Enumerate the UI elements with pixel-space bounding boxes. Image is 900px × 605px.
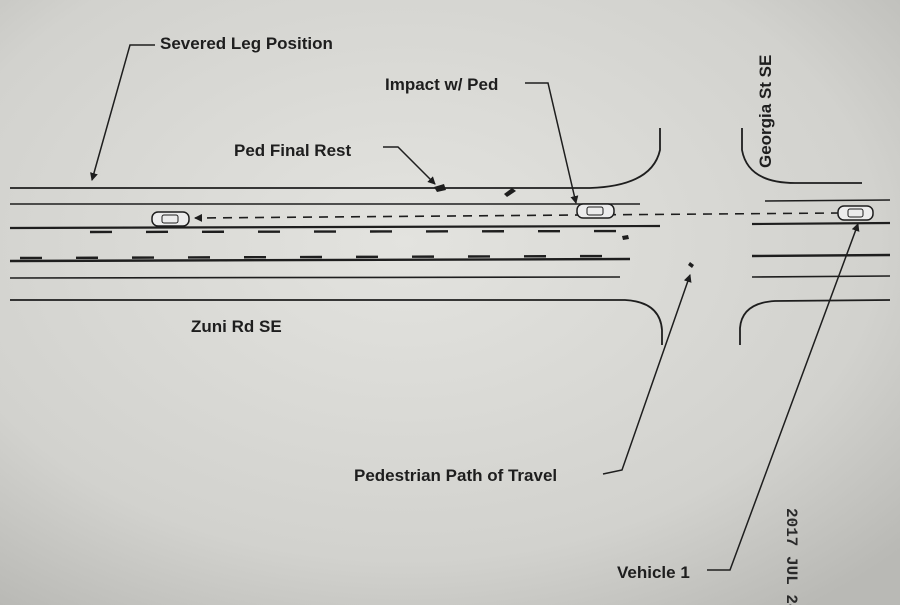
ped-final-rest-leader xyxy=(383,146,436,185)
corner-se-curb xyxy=(739,299,891,345)
vehicle-icon-final xyxy=(151,211,190,227)
eb-lane-line-west xyxy=(9,276,621,279)
vehicle-icon-start xyxy=(837,205,874,221)
vehicle-travel-dashed-arrow xyxy=(194,212,841,222)
severed-leg-leader xyxy=(90,44,155,181)
median-line-south-west xyxy=(9,257,631,263)
median-line-north-east xyxy=(751,221,891,226)
severed-leg-label: Severed Leg Position xyxy=(160,34,333,53)
median-line-north-west xyxy=(9,224,661,230)
date-stamp: 2017 JUL 24 xyxy=(782,508,800,605)
vehicle-path xyxy=(194,212,841,222)
corner-sw-curb xyxy=(10,299,663,345)
wb-lane-line-east xyxy=(764,199,891,202)
debris-marks xyxy=(434,184,694,268)
ped-final-rest-mark xyxy=(434,184,446,192)
impact-leader xyxy=(525,82,579,204)
lane-skip-marks xyxy=(19,229,641,260)
vehicle1-label: Vehicle 1 xyxy=(617,563,690,582)
vehicle-icon-impact xyxy=(576,203,615,219)
zuni-rd-label: Zuni Rd SE xyxy=(191,317,282,336)
median-line-south-east xyxy=(751,253,891,258)
ped-final-rest-label: Ped Final Rest xyxy=(234,141,351,160)
ped-path-label: Pedestrian Path of Travel xyxy=(354,466,557,485)
leader-lines xyxy=(90,44,860,571)
zuni-road xyxy=(9,128,891,345)
impact-label: Impact w/ Ped xyxy=(385,75,498,94)
corner-nw-curb xyxy=(589,128,661,189)
vehicle1-leader xyxy=(707,223,860,571)
debris-mark-1 xyxy=(504,188,516,197)
corner-ne-curb xyxy=(741,128,862,184)
eb-lane-line-east xyxy=(751,275,891,278)
debris-mark-3 xyxy=(688,262,694,268)
georgia-st-label: Georgia St SE xyxy=(756,55,775,168)
ped-path-leader xyxy=(602,274,692,475)
debris-mark-2 xyxy=(622,235,629,240)
